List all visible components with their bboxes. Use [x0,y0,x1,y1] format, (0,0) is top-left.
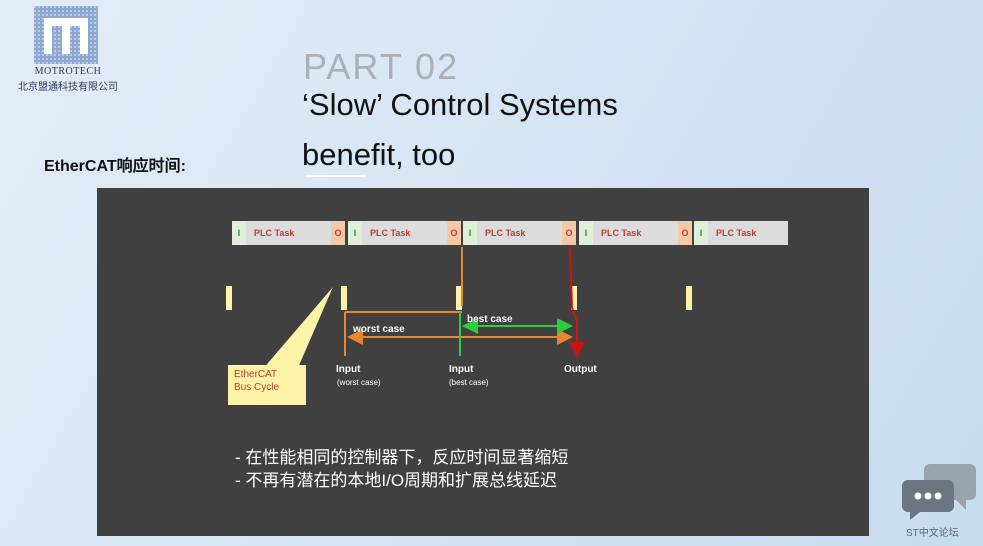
plc-task-block: I PLC Task O [579,221,692,245]
note-line1: EtherCAT [234,369,278,380]
timing-diagram [226,246,692,370]
watermark: ST中文论坛 [906,528,959,539]
plc-task-segment: PLC Task [708,221,788,245]
slide-title-line2: benefit, too [302,137,456,172]
output-segment: O [447,221,461,245]
bus-cycle-note: EtherCAT Bus Cycle [228,365,306,405]
callout-pointer [262,287,333,370]
output-segment: O [331,221,345,245]
brand-name-cn: 北京盟通科技有限公司 [18,82,118,93]
output-marker [569,246,573,309]
motrotech-logo-icon [34,6,98,64]
output-segment: O [678,221,692,245]
plc-task-block: I PLC Task O [232,221,345,245]
input-best-sub: (best case) [449,378,489,387]
input-segment: I [579,221,593,245]
bullet-item: - 在性能相同的控制器下，反应时间显著缩短 [235,448,569,467]
subheading: EtherCAT响应时间: [44,158,186,175]
plc-task-segment: PLC Task [477,221,562,245]
input-segment: I [694,221,708,245]
plc-task-block: I PLC Task O [348,221,461,245]
input-segment: I [348,221,362,245]
bus-cycle-pulse [226,286,232,310]
slide-title: ‘Slow’ Control Systems benefit, too [302,80,618,180]
input-worst-sub: (worst case) [337,378,381,387]
slide-title-line1: ‘Slow’ Control Systems [302,87,618,122]
title-underline [305,175,365,177]
plc-task-segment: PLC Task [246,221,331,245]
input-best-label: Input [449,364,474,375]
output-label: Output [564,364,597,375]
plc-task-segment: PLC Task [362,221,447,245]
diagram-panel: I PLC Task O I PLC Task O I PLC Task O I… [97,188,869,536]
input-segment: I [463,221,477,245]
brand-name-en: MOTROTECH [34,66,102,77]
bullet-list: - 在性能相同的控制器下，反应时间显著缩短 - 不再有潜在的本地I/O周期和扩展… [235,446,568,492]
plc-task-block: I PLC Task O [463,221,576,245]
chat-bubbles-icon [902,464,976,520]
plc-task-segment: PLC Task [593,221,678,245]
worst-case-label: worst case [353,324,405,335]
bus-cycle-pulse [341,286,347,310]
plc-task-block: I PLC Task [694,221,788,245]
bus-cycle-pulse [686,286,692,310]
bus-cycle-pulse [456,286,462,310]
input-segment: I [232,221,246,245]
bullet-item: - 不再有潜在的本地I/O周期和扩展总线延迟 [235,471,558,490]
bus-cycle-pulse [571,286,577,310]
output-segment: O [562,221,576,245]
note-line2: Bus Cycle [234,382,280,393]
best-case-label: best case [467,314,513,325]
input-worst-label: Input [336,364,361,375]
part-label: PART 02 [303,46,460,87]
brand: MOTROTECH 北京盟通科技有限公司 [10,66,126,93]
